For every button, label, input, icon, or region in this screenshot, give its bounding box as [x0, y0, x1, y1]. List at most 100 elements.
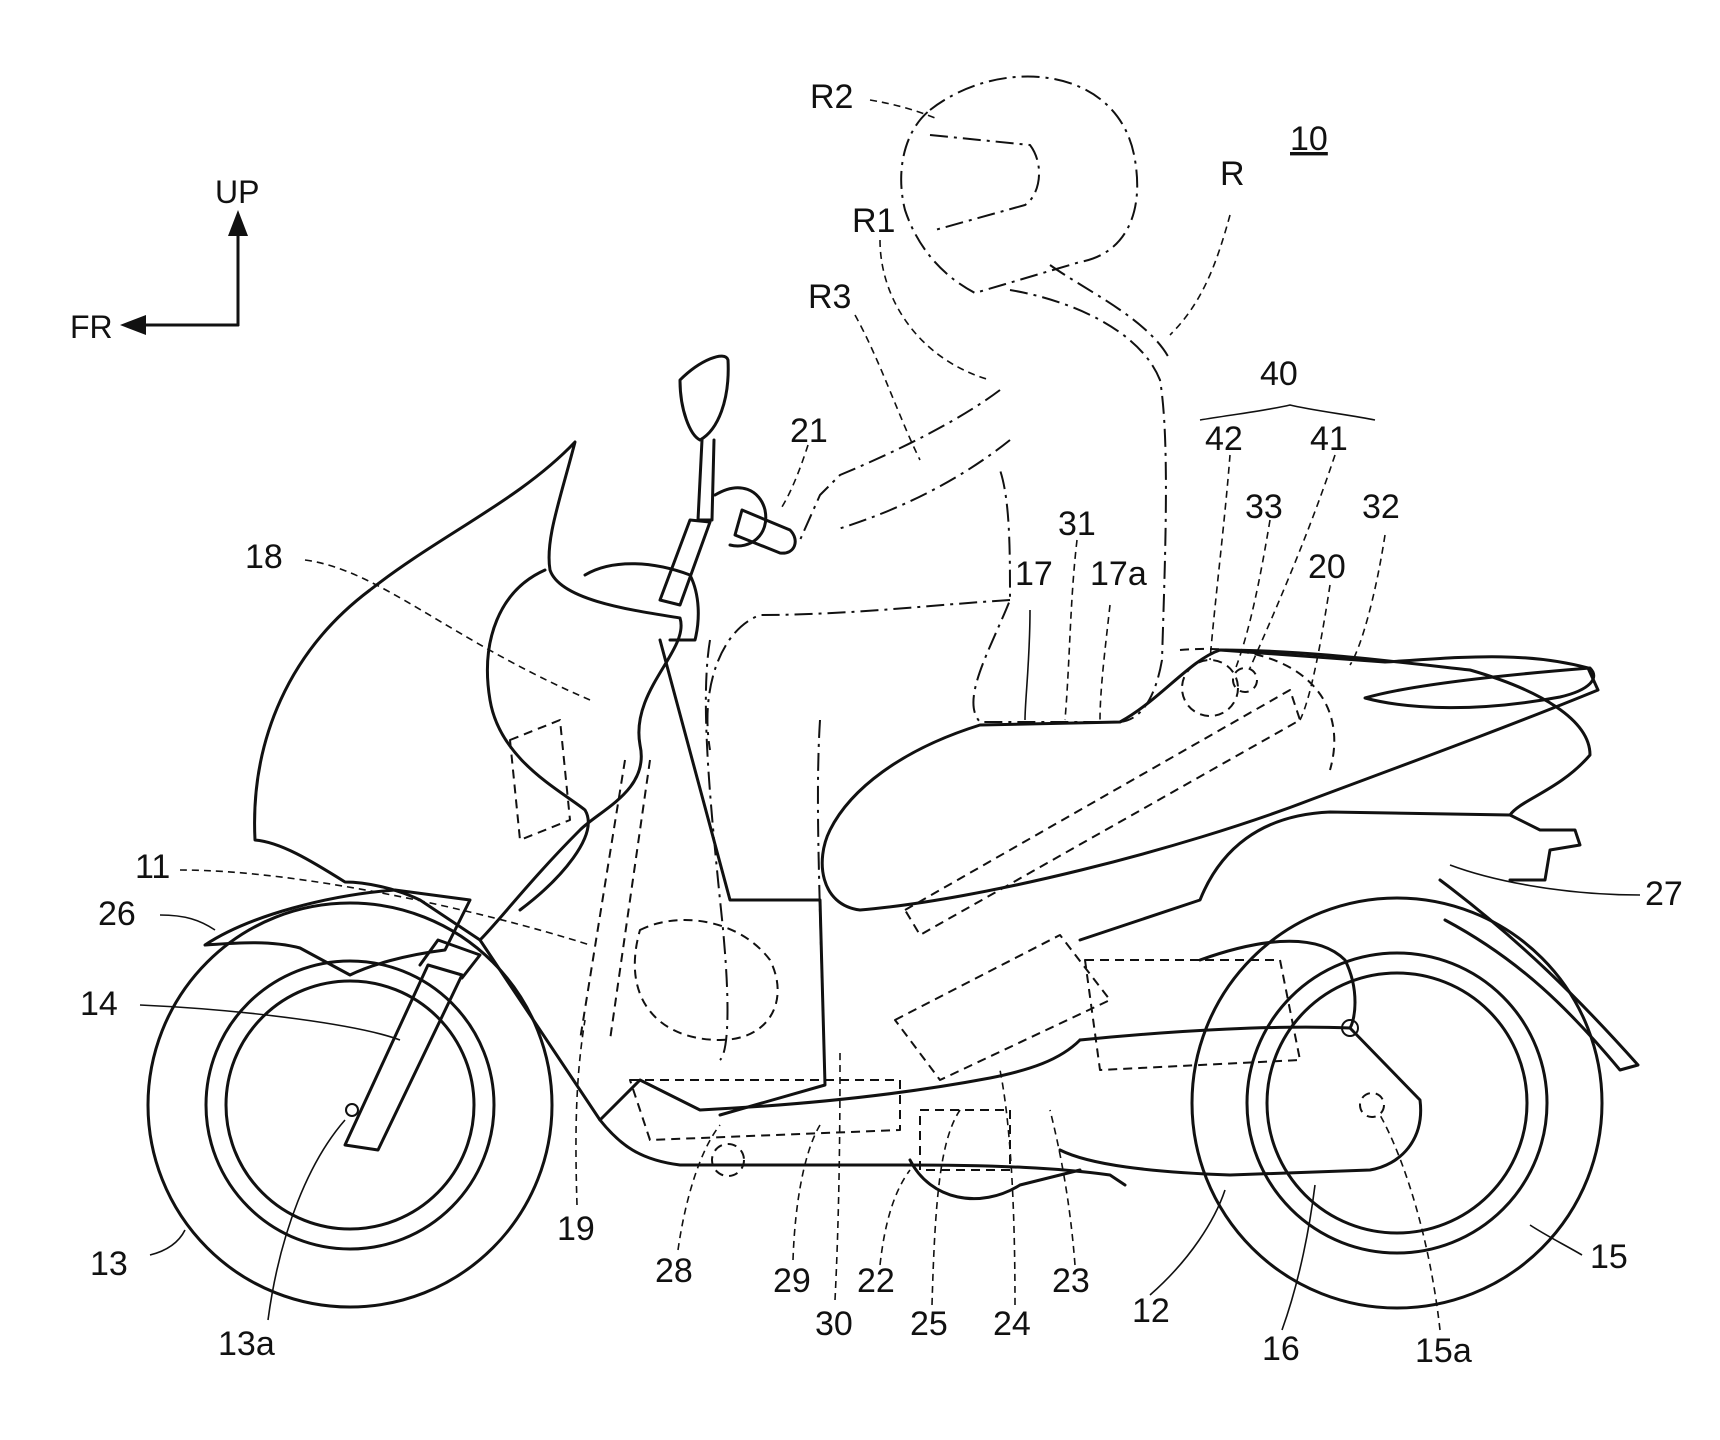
rear-rim — [1265, 971, 1529, 1235]
ref-12: 12 — [1132, 1292, 1170, 1330]
ref-26: 26 — [98, 895, 136, 933]
leader-32 — [1349, 534, 1386, 666]
leader-lines — [139, 99, 1641, 1331]
rider-helmet — [900, 75, 1139, 294]
ref-16: 16 — [1262, 1330, 1300, 1368]
rear-tire-inner — [1245, 951, 1549, 1255]
component-42 — [1181, 659, 1239, 717]
leader-22 — [879, 1169, 911, 1266]
under-cover — [908, 1158, 1082, 1201]
ref-R2: R2 — [810, 78, 853, 116]
ref-29: 29 — [773, 1262, 811, 1300]
front-tire-outer — [146, 901, 554, 1309]
rear-fender — [1438, 878, 1640, 1072]
direction-indicator — [120, 210, 248, 335]
swing-arm — [1058, 1025, 1423, 1177]
rider-back — [1049, 264, 1171, 361]
ref-23: 23 — [1052, 1262, 1090, 1300]
leader-29 — [792, 1124, 821, 1261]
leader-30 — [834, 1049, 841, 1301]
ref-24: 24 — [993, 1305, 1031, 1343]
helmet-visor — [929, 134, 1041, 231]
rear-wheel — [1190, 896, 1604, 1310]
leader-16 — [1281, 1184, 1316, 1331]
component-41 — [1232, 667, 1258, 693]
front-axle — [345, 1103, 359, 1117]
ref-14: 14 — [80, 985, 118, 1023]
rear-frame-20 — [904, 689, 1301, 936]
ref-13a: 13a — [218, 1325, 275, 1363]
ref-42: 42 — [1205, 420, 1243, 458]
ref-R1: R1 — [852, 202, 895, 240]
ref-22: 22 — [857, 1262, 895, 1300]
ref-13: 13 — [90, 1245, 128, 1283]
mirror-stem — [696, 438, 716, 522]
front-fender — [203, 888, 472, 977]
ref-41: 41 — [1310, 420, 1348, 458]
seat-top-cushion — [1363, 666, 1596, 710]
leader-13a — [267, 1119, 346, 1321]
leader-42 — [1209, 454, 1231, 661]
controller-24 — [894, 934, 1111, 1081]
rider-torso — [972, 289, 1167, 723]
ref-27: 27 — [1645, 875, 1683, 913]
leader-15a — [1379, 1114, 1441, 1331]
rear-axle-15a — [1359, 1092, 1385, 1118]
battery-28 — [633, 919, 779, 1041]
up-arrow-head — [228, 210, 248, 236]
ref-19: 19 — [557, 1210, 595, 1248]
tail-light — [1508, 813, 1582, 882]
leader-28 — [677, 1124, 721, 1251]
floor-frame-29 — [629, 1079, 901, 1141]
ref-31: 31 — [1058, 505, 1096, 543]
front-wheel — [146, 901, 554, 1309]
leader-19 — [575, 1019, 586, 1206]
reference-numerals: 10 R R1 R2 R3 40 41 42 33 32 31 21 20 18… — [80, 78, 1683, 1370]
center-tunnel — [658, 638, 827, 1117]
front-cowl — [253, 440, 683, 942]
ref-11: 11 — [135, 848, 170, 886]
engine-cover — [1198, 939, 1357, 1030]
ref-32: 32 — [1362, 488, 1400, 526]
brace-40 — [1199, 404, 1376, 421]
mirror — [658, 354, 730, 607]
leader-17 — [1024, 609, 1031, 721]
motor-unit-23 — [1084, 959, 1301, 1071]
leader-R — [1169, 214, 1231, 336]
ref-21: 21 — [790, 412, 828, 450]
grip-housing — [713, 486, 768, 548]
ref-R: R — [1220, 155, 1245, 193]
leader-21 — [779, 444, 809, 511]
leg-shield — [485, 568, 590, 912]
leader-R3 — [854, 314, 921, 461]
internal-components — [509, 647, 1385, 1177]
frame-joint — [711, 1143, 745, 1177]
rider — [704, 75, 1171, 1086]
floor-and-frame-lower — [478, 938, 1127, 1187]
leader-12 — [1149, 1189, 1226, 1296]
ref-R3: R3 — [808, 278, 851, 316]
front-tire-inner — [204, 959, 496, 1251]
ref-17a: 17a — [1090, 555, 1147, 593]
rider-thigh — [706, 599, 1011, 751]
leader-15 — [1529, 1224, 1583, 1256]
ref-25: 25 — [910, 1305, 948, 1343]
shock-mount — [1341, 1019, 1359, 1037]
rear-tire-outer — [1190, 896, 1604, 1310]
ref-33: 33 — [1245, 488, 1283, 526]
leader-25 — [931, 1109, 961, 1306]
steering-head-18 — [509, 719, 571, 841]
down-tube — [579, 759, 651, 1041]
ref-30: 30 — [815, 1305, 853, 1343]
leader-17a — [1099, 604, 1111, 721]
leader-33 — [1234, 519, 1271, 671]
leader-14 — [139, 1004, 401, 1041]
leader-24 — [999, 1069, 1016, 1306]
leader-13 — [149, 1229, 186, 1256]
ref-20: 20 — [1308, 548, 1346, 586]
rider-leg — [704, 639, 826, 1086]
ref-18: 18 — [245, 538, 283, 576]
leader-41 — [1249, 454, 1336, 669]
leader-26 — [159, 914, 216, 931]
leader-R2 — [869, 99, 936, 119]
